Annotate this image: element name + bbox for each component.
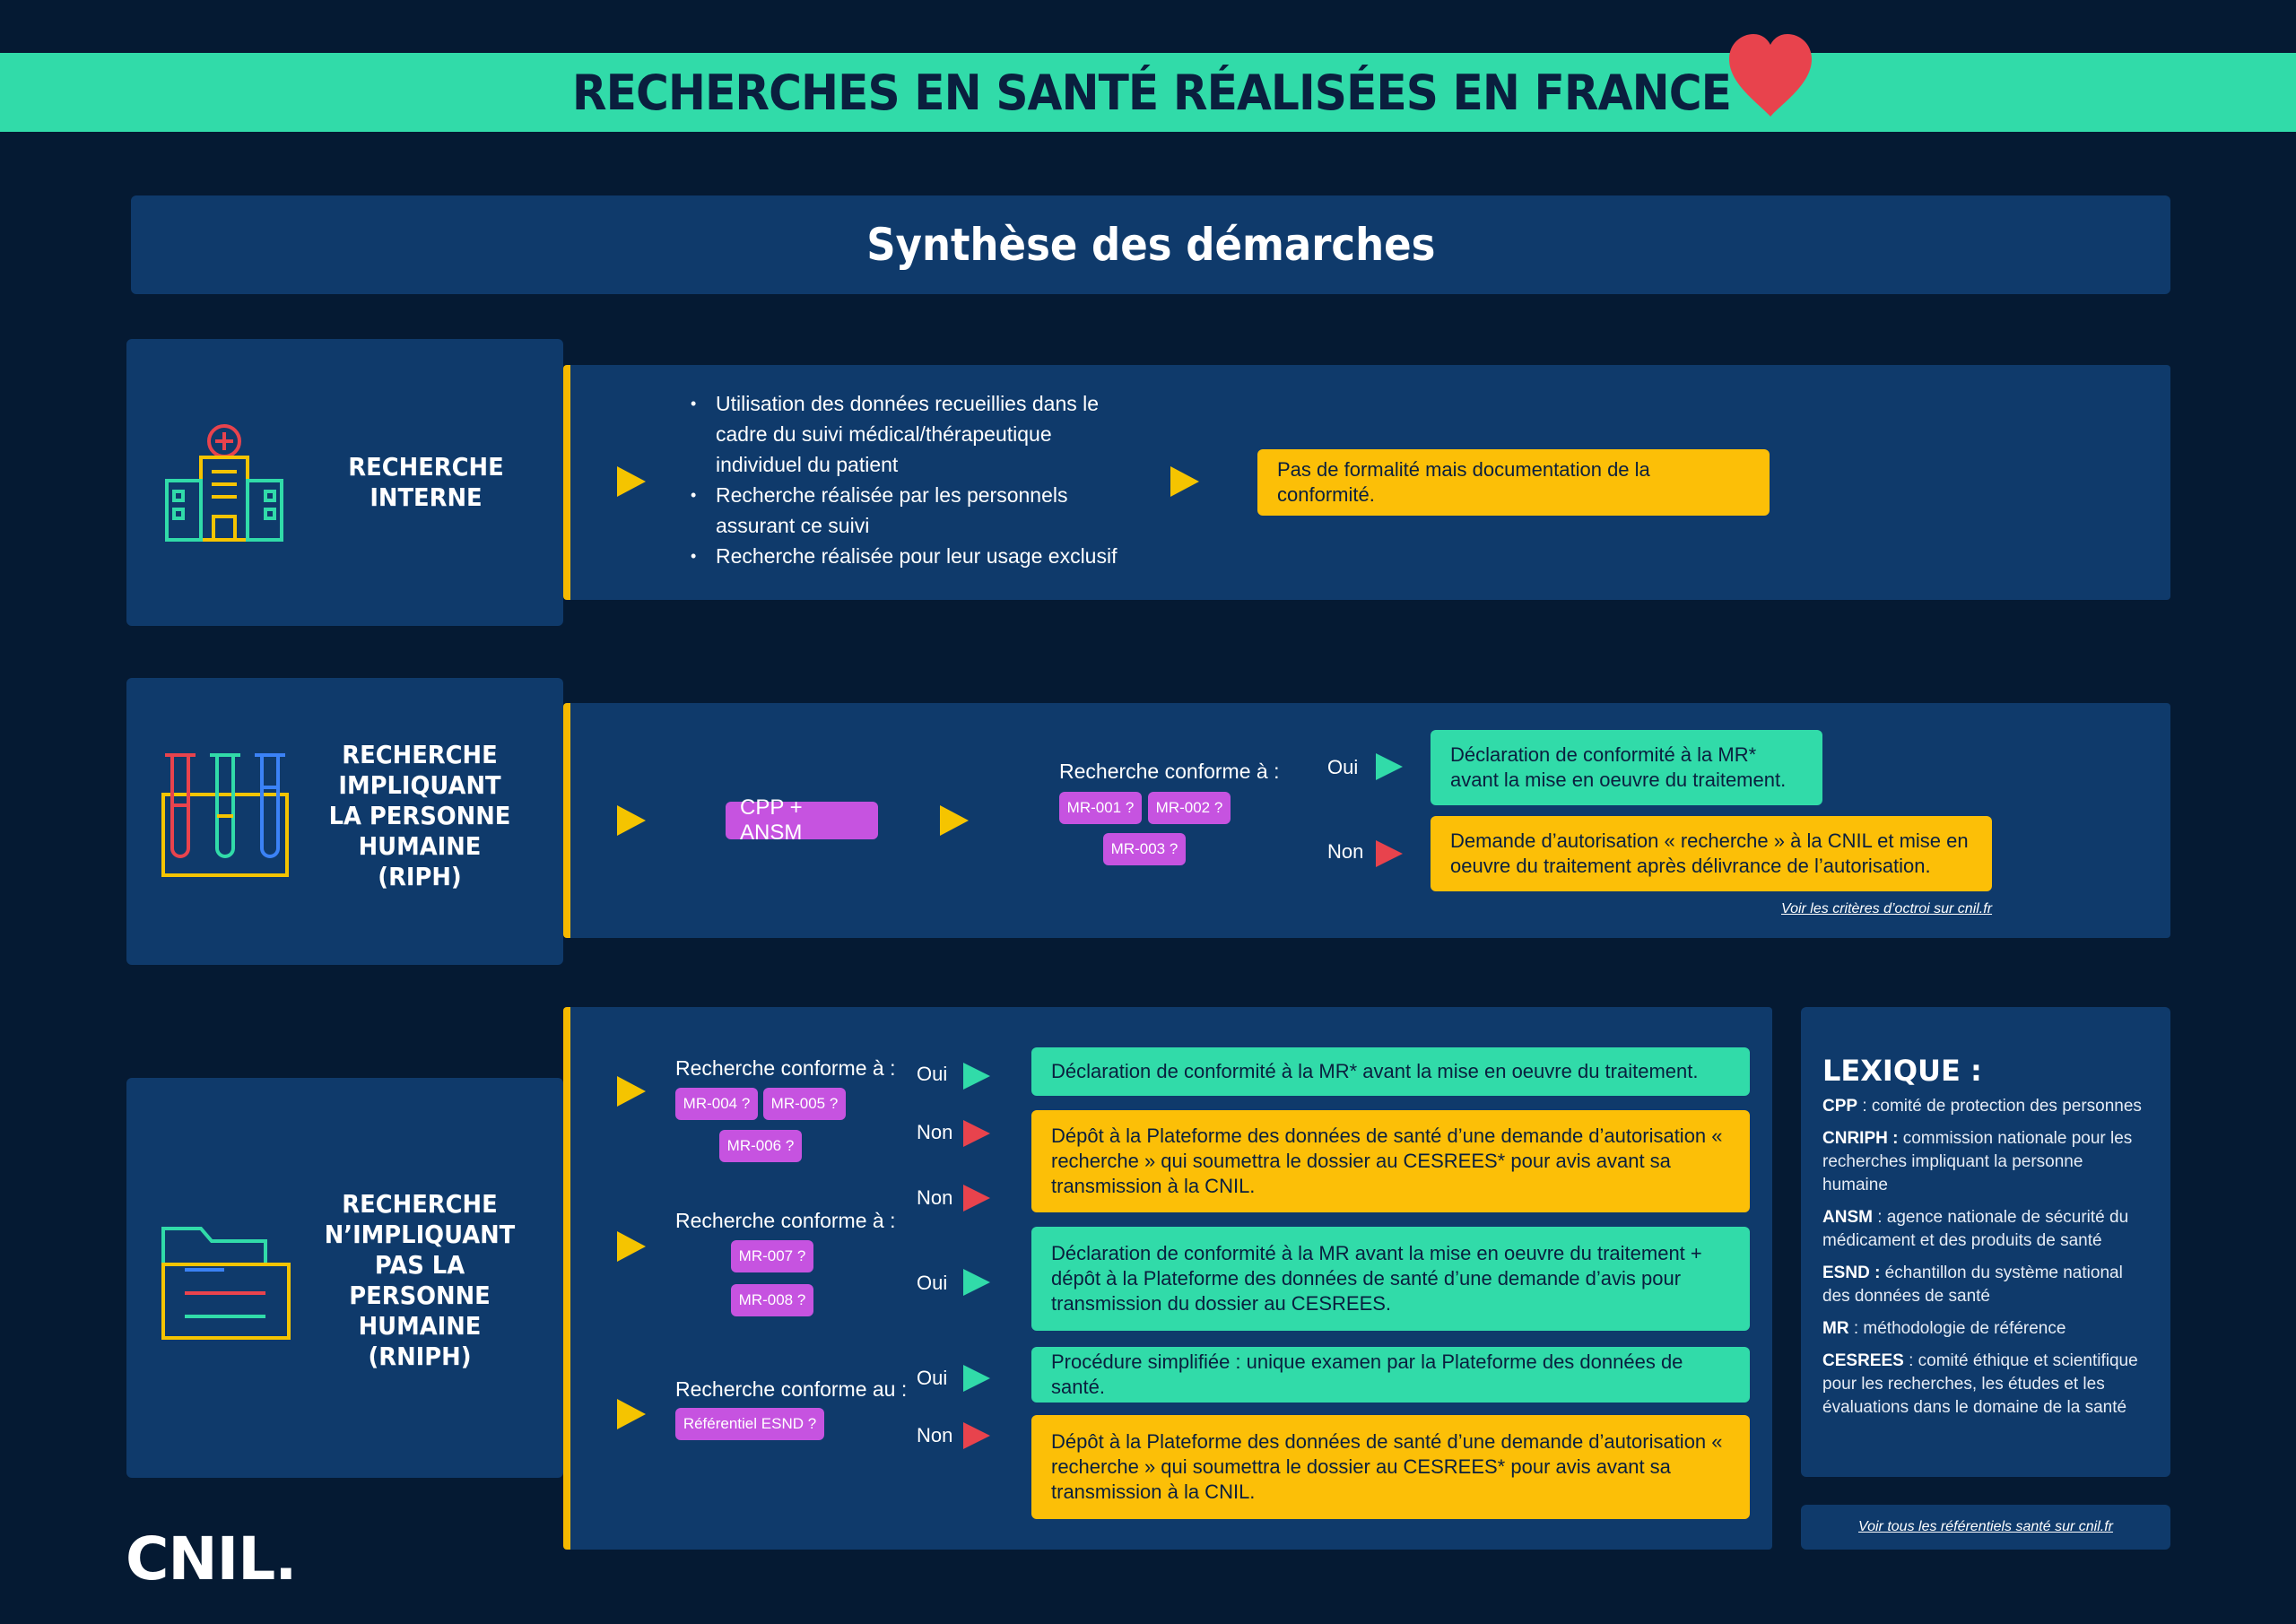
arrow-yes-icon (963, 1269, 990, 1296)
cpp-ansm-badge: CPP + ANSM (726, 795, 878, 845)
mr-007-chip: MR-007 ? (731, 1240, 813, 1272)
rniph-g1-non-result: Dépôt à la Plateforme des données de san… (1031, 1110, 1750, 1212)
arrow-yes-icon (1376, 753, 1403, 780)
lexique-title: LEXIQUE : (1822, 1054, 1982, 1088)
conforme-label: Recherche conforme à : (675, 1209, 896, 1232)
criteres-link[interactable]: Voir les critères d’octroi sur cnil.fr (1781, 901, 1993, 916)
footer-link-box: Voir tous les référentiels santé sur cni… (1801, 1505, 2170, 1550)
lexique-item: CESREES : comité éthique et scientifique… (1822, 1351, 2138, 1417)
arrow-no-icon (963, 1422, 990, 1449)
arrow-right-icon (1170, 466, 1199, 497)
oui-label: Oui (1327, 756, 1359, 778)
non-label: Non (917, 1186, 953, 1209)
list-item: Recherche réalisée pour leur usage exclu… (691, 541, 1121, 571)
mr-006-chip: MR-006 ? (719, 1130, 802, 1162)
oui-label: Oui (917, 1272, 948, 1294)
arrow-no-icon (963, 1185, 990, 1211)
hospital-icon (165, 424, 283, 542)
conforme-label: Recherche conforme à : (1059, 760, 1280, 783)
esnd-chip: Référentiel ESND ? (675, 1408, 824, 1440)
arrow-right-icon (940, 805, 969, 836)
riph-non-result: Demande d’autorisation « recherche » à l… (1431, 816, 1992, 891)
mr-005-chip: MR-005 ? (763, 1088, 846, 1120)
oui-label: Oui (917, 1367, 948, 1389)
arrow-right-icon (617, 1231, 646, 1262)
riph-oui-result: Déclaration de conformité à la MR* avant… (1431, 730, 1822, 805)
arrow-right-icon (617, 466, 646, 497)
lexique-item: ANSM : agence nationale de sécurité du m… (1822, 1208, 2129, 1250)
rniph-g1-oui-result: Déclaration de conformité à la MR* avant… (1031, 1047, 1750, 1096)
interne-criteria-list: Utilisation des données recueillies dans… (691, 388, 1121, 571)
arrow-no-icon (963, 1120, 990, 1147)
mr-004-chip: MR-004 ? (675, 1088, 758, 1120)
folder-icon (161, 1227, 291, 1340)
header-bar (0, 53, 2296, 132)
subtitle-banner: Synthèse des démarches (131, 195, 2170, 294)
category-interne-title: RECHERCHE INTERNE (348, 452, 504, 512)
list-item: Utilisation des données recueillies dans… (691, 388, 1121, 480)
category-rniph (126, 1078, 563, 1478)
mr-002-chip: MR-002 ? (1148, 792, 1231, 824)
interne-result: Pas de formalité mais documentation de l… (1257, 449, 1770, 516)
mr-003-chip: MR-003 ? (1103, 833, 1186, 865)
list-item: Recherche réalisée par les personnels as… (691, 480, 1121, 541)
category-riph (126, 678, 563, 965)
category-riph-title: RECHERCHE IMPLIQUANT LA PERSONNE HUMAINE… (328, 740, 511, 891)
arrow-right-icon (617, 805, 646, 836)
cnil-logo: CNIL. (126, 1524, 297, 1594)
non-label: Non (917, 1121, 953, 1143)
test-tubes-icon (161, 753, 289, 877)
arrow-yes-icon (963, 1365, 990, 1392)
arrow-right-icon (617, 1076, 646, 1107)
lexique-item: CNRIPH : commission nationale pour les r… (1822, 1129, 2133, 1194)
category-rniph-title: RECHERCHE N’IMPLIQUANT PAS LA PERSONNE H… (324, 1189, 516, 1371)
non-label: Non (1327, 840, 1364, 863)
rniph-g3-oui-result: Procédure simplifiée : unique examen par… (1031, 1347, 1750, 1403)
arrow-yes-icon (963, 1063, 990, 1090)
arrow-no-icon (1376, 840, 1403, 867)
subtitle: Synthèse des démarches (865, 219, 1436, 271)
rniph-g2-oui-result: Déclaration de conformité à la MR avant … (1031, 1227, 1750, 1331)
conforme-label: Recherche conforme au : (675, 1377, 908, 1401)
lexique-item: MR : méthodologie de référence (1822, 1319, 2066, 1338)
mr-008-chip: MR-008 ? (731, 1284, 813, 1316)
arrow-right-icon (617, 1399, 646, 1429)
lexique-panel: LEXIQUE : CPP : comité de protection des… (1801, 1007, 2170, 1477)
rniph-g3-non-result: Dépôt à la Plateforme des données de san… (1031, 1415, 1750, 1519)
page-title: RECHERCHES EN SANTÉ RÉALISÉES EN FRANCE (571, 64, 1732, 121)
referentiels-link[interactable]: Voir tous les référentiels santé sur cni… (1858, 1519, 2113, 1534)
lexique-item: ESND : échantillon du système national d… (1822, 1264, 2123, 1306)
lexique-item: CPP : comité de protection des personnes (1822, 1097, 2142, 1116)
heart-icon (1729, 34, 1812, 117)
non-label: Non (917, 1424, 953, 1446)
mr-001-chip: MR-001 ? (1059, 792, 1142, 824)
conforme-label: Recherche conforme à : (675, 1056, 896, 1080)
oui-label: Oui (917, 1063, 948, 1085)
